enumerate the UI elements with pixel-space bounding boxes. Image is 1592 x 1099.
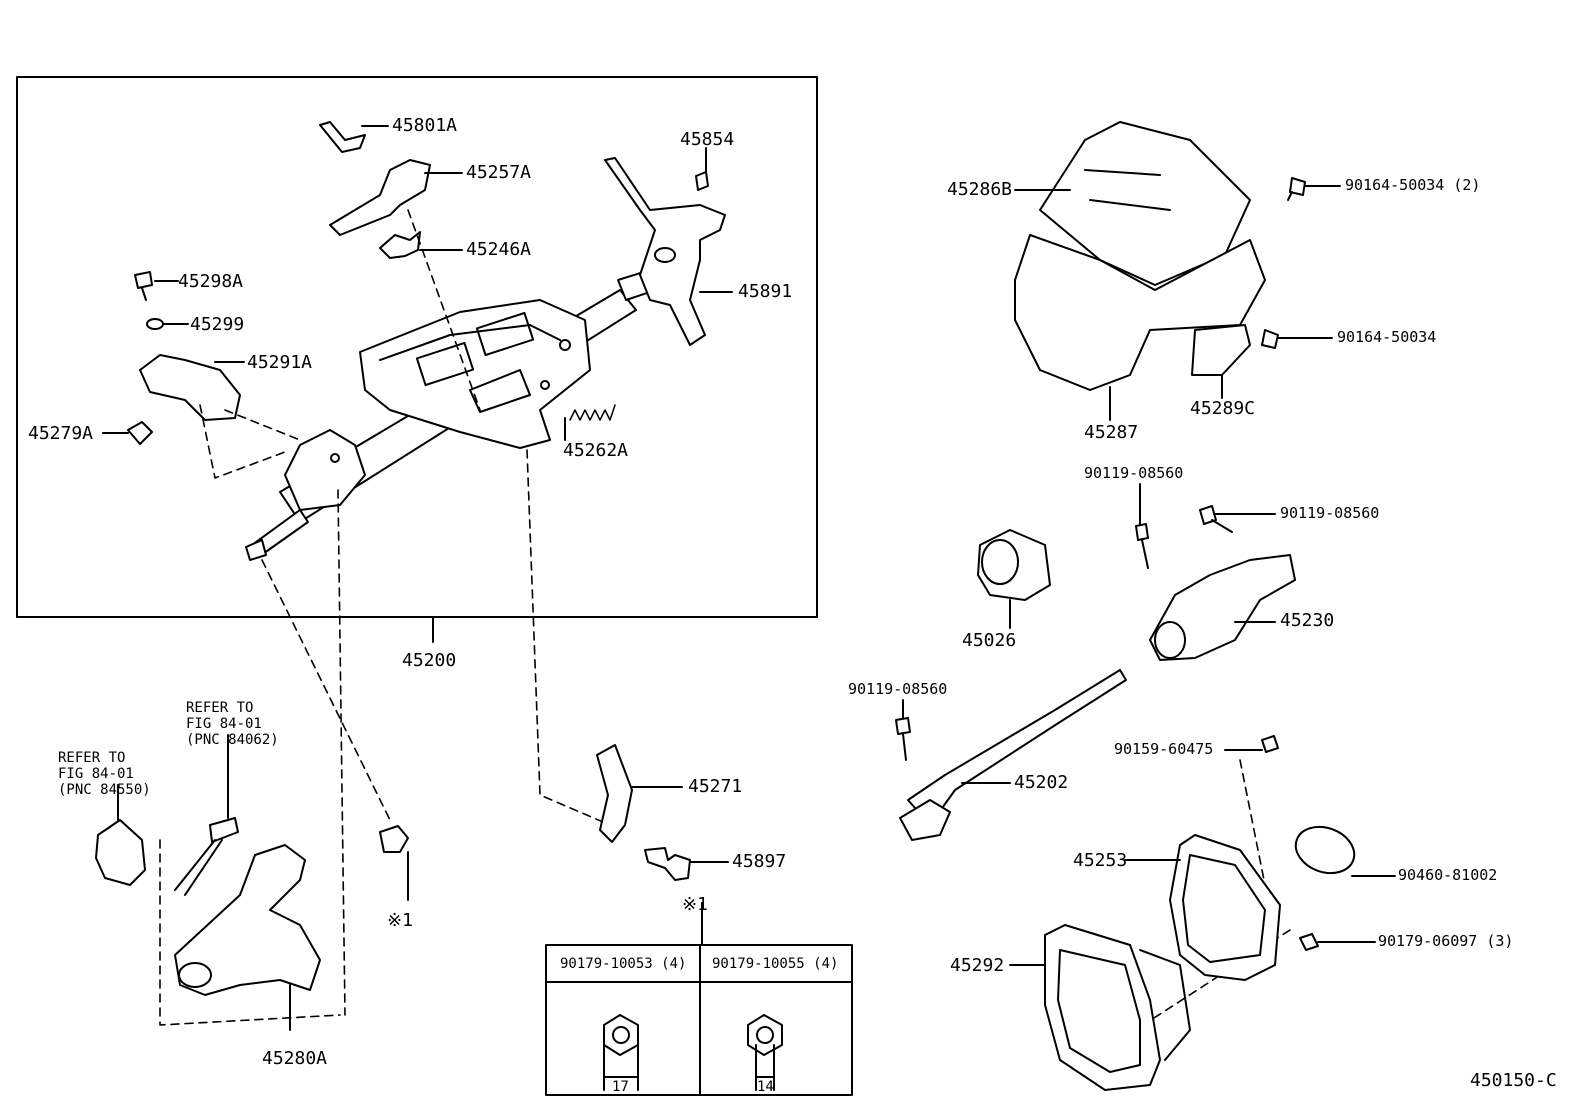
assembly-frame bbox=[16, 76, 818, 618]
part-45279A-drawing bbox=[127, 421, 153, 445]
part-45253-drawing bbox=[1169, 834, 1281, 981]
nut-90179-06097-drawing bbox=[1299, 933, 1319, 951]
bolt-90164-a bbox=[1287, 177, 1306, 201]
label-45291A: 45291A bbox=[247, 352, 313, 373]
label-90119-08560-b: 90119-08560 bbox=[1280, 504, 1380, 522]
label-90159-60475: 90159-60475 bbox=[1114, 740, 1214, 758]
label-45279A: 45279A bbox=[28, 423, 94, 444]
label-90460-81002: 90460-81002 bbox=[1398, 866, 1498, 884]
part-45026-drawing bbox=[977, 529, 1051, 601]
label-45854: 45854 bbox=[680, 129, 735, 150]
part-grommet-drawing bbox=[379, 825, 409, 853]
label-45200: 45200 bbox=[402, 650, 457, 671]
label-90119-08560-c: 90119-08560 bbox=[848, 680, 948, 698]
label-45202: 45202 bbox=[1014, 772, 1069, 793]
part-45298A-drawing bbox=[134, 271, 153, 301]
part-45280A-drawing bbox=[174, 844, 321, 996]
label-45246A: 45246A bbox=[466, 239, 532, 260]
part-45801A-drawing bbox=[319, 121, 366, 153]
table-col1-size: 17 bbox=[612, 1079, 629, 1095]
label-45891: 45891 bbox=[738, 281, 793, 302]
bolt-90119-b bbox=[1199, 505, 1233, 533]
part-90460-drawing bbox=[1294, 825, 1356, 875]
part-45897-drawing bbox=[644, 847, 691, 881]
part-45292-drawing bbox=[1044, 924, 1161, 1091]
label-45801A: 45801A bbox=[392, 115, 458, 136]
label-45287: 45287 bbox=[1084, 422, 1139, 443]
label-90179-06097-3: 90179-06097 (3) bbox=[1378, 932, 1514, 950]
label-90164-50034-2: 90164-50034 (2) bbox=[1345, 176, 1481, 194]
part-45287-drawing bbox=[1014, 234, 1266, 391]
bolt-90159-drawing bbox=[1261, 735, 1279, 753]
label-45897: 45897 bbox=[732, 851, 787, 872]
part-45286B-drawing bbox=[1039, 121, 1251, 286]
label-45280A: 45280A bbox=[262, 1048, 328, 1069]
label-90164-50034: 90164-50034 bbox=[1337, 328, 1437, 346]
part-45257A-drawing bbox=[329, 159, 431, 236]
part-45246A-drawing bbox=[379, 231, 421, 259]
part-45230-drawing bbox=[1149, 554, 1296, 661]
label-45257A: 45257A bbox=[466, 162, 532, 183]
label-45253: 45253 bbox=[1073, 850, 1128, 871]
bolt-90119-c bbox=[895, 717, 911, 761]
label-45298A: 45298A bbox=[178, 271, 244, 292]
part-45271-drawing bbox=[596, 744, 633, 843]
table-col1-part: 90179-10053 (4) bbox=[560, 956, 687, 972]
part-84062-drawing bbox=[174, 817, 239, 896]
steering-column-drawing bbox=[245, 269, 657, 561]
label-ref-1-table: ※1 bbox=[682, 894, 708, 915]
bolt-90164-b bbox=[1261, 329, 1279, 349]
part-45289C-drawing bbox=[1191, 324, 1251, 376]
table-col2-part: 90179-10055 (4) bbox=[712, 956, 839, 972]
label-45262A: 45262A bbox=[563, 440, 629, 461]
label-45292: 45292 bbox=[950, 955, 1005, 976]
note-refer-pnc-84062: REFER TO FIG 84-01 (PNC 84062) bbox=[186, 700, 279, 748]
part-84550-drawing bbox=[95, 819, 146, 886]
part-45299-drawing bbox=[146, 318, 164, 330]
part-45854-drawing bbox=[695, 171, 709, 191]
part-45891-drawing bbox=[604, 157, 726, 346]
label-45289C: 45289C bbox=[1190, 398, 1256, 419]
label-45230: 45230 bbox=[1280, 610, 1335, 631]
label-45026: 45026 bbox=[962, 630, 1017, 651]
label-ref-1: ※1 bbox=[387, 910, 413, 931]
note-refer-pnc-84550: REFER TO FIG 84-01 (PNC 84550) bbox=[58, 750, 151, 798]
label-90119-08560-a: 90119-08560 bbox=[1084, 464, 1184, 482]
label-45286B: 45286B bbox=[947, 179, 1013, 200]
part-45291A-drawing bbox=[139, 354, 241, 421]
label-45271: 45271 bbox=[688, 776, 743, 797]
diagram-id: 450150-C bbox=[1470, 1070, 1557, 1091]
table-col2-size: 14 bbox=[757, 1079, 774, 1095]
label-45299: 45299 bbox=[190, 314, 245, 335]
bolt-90119-a bbox=[1135, 523, 1149, 569]
